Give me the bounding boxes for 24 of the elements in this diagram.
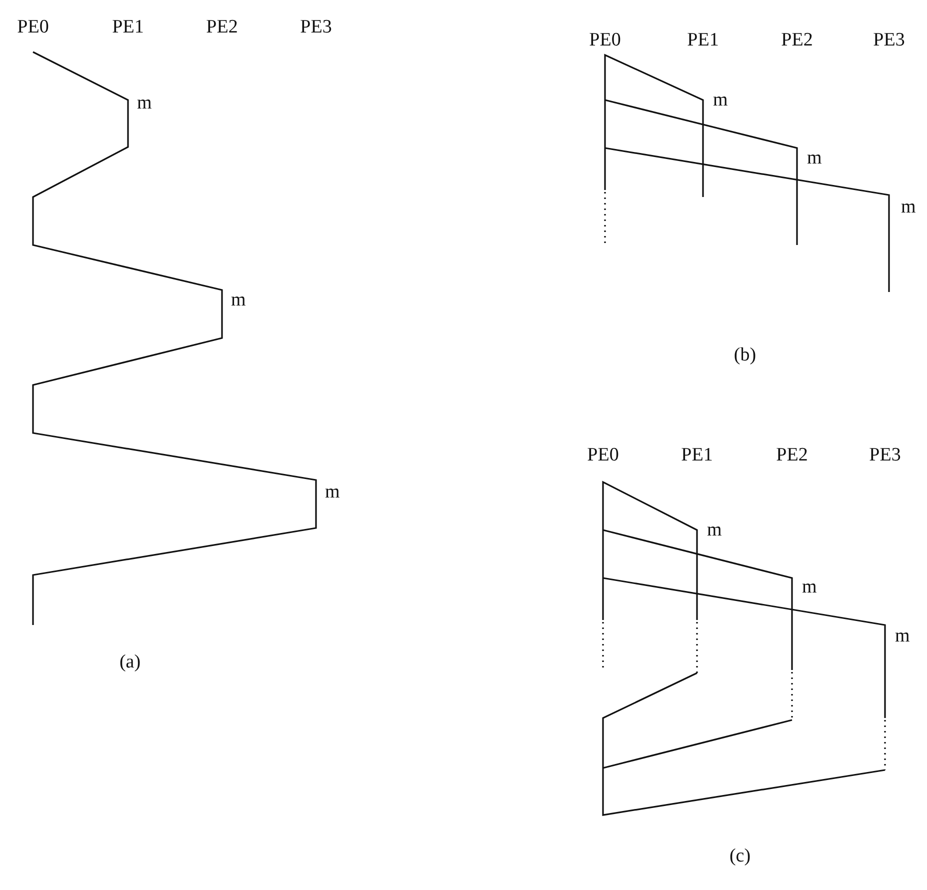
process-label: PE0 <box>587 446 619 464</box>
process-label: PE1 <box>112 18 144 36</box>
process-label: PE1 <box>687 30 719 50</box>
message-label: m <box>807 148 822 168</box>
message-label: m <box>802 578 817 596</box>
process-label: PE3 <box>300 18 332 36</box>
process-label: PE3 <box>869 446 901 464</box>
process-label: PE0 <box>17 18 49 36</box>
process-label: PE2 <box>781 30 813 50</box>
message-label: m <box>901 198 916 216</box>
panel-caption: (a) <box>119 652 141 672</box>
message-label: m <box>231 290 246 310</box>
message-label: m <box>707 520 722 540</box>
process-label: PE2 <box>776 446 808 464</box>
message-label: m <box>895 626 910 646</box>
process-label: PE1 <box>681 446 713 464</box>
process-label: PE2 <box>206 18 238 36</box>
process-label: PE3 <box>873 30 905 50</box>
message-label: m <box>713 90 728 110</box>
message-label: m <box>325 482 340 502</box>
panel-caption: (b) <box>734 346 756 364</box>
process-label: PE0 <box>589 30 621 50</box>
message-label: m <box>137 94 152 112</box>
panel-caption: (c) <box>729 846 751 866</box>
